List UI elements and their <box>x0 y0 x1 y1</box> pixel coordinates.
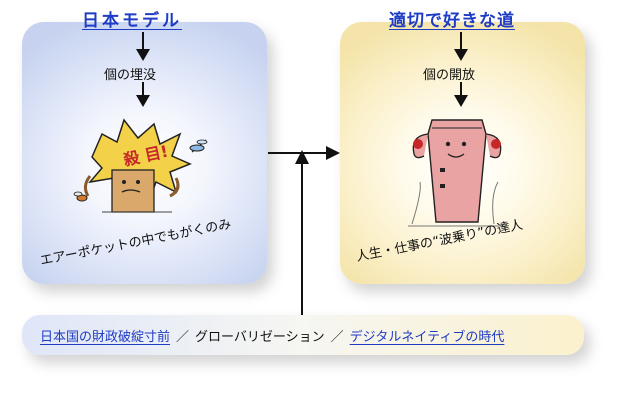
context-item-digital-native: デジタルネイティブの時代 <box>349 330 505 345</box>
left-down-arrow-2 <box>136 82 150 107</box>
confident-figure-illustration <box>408 119 506 227</box>
vertical-arrow <box>295 150 309 315</box>
horizontal-arrow <box>268 146 340 160</box>
right-panel-title: 適切で好きな道 <box>389 11 515 31</box>
struggling-figure-illustration: 殺 目! <box>73 118 208 213</box>
context-item-fiscal: 日本国の財政破綻寸前 <box>40 330 171 345</box>
context-separator: ／ <box>330 330 344 345</box>
bottom-context-text: 日本国の財政破綻寸前 ／ グローバリゼーション ／ デジタルネイティブの時代 <box>40 326 504 345</box>
fly-icon <box>73 191 88 202</box>
right-down-arrow-2 <box>454 82 468 107</box>
right-down-arrow-1 <box>454 32 468 61</box>
left-panel-title: 日本モデル <box>82 11 182 31</box>
bottom-context-bar <box>22 315 584 355</box>
context-item-globalization: グローバリゼーション <box>195 330 325 345</box>
mosquito-icon <box>189 139 208 153</box>
left-step-label: 個の埋没 <box>104 68 157 83</box>
context-separator: ／ <box>176 330 190 345</box>
right-step-label: 個の開放 <box>423 68 476 83</box>
left-down-arrow-1 <box>136 32 150 61</box>
